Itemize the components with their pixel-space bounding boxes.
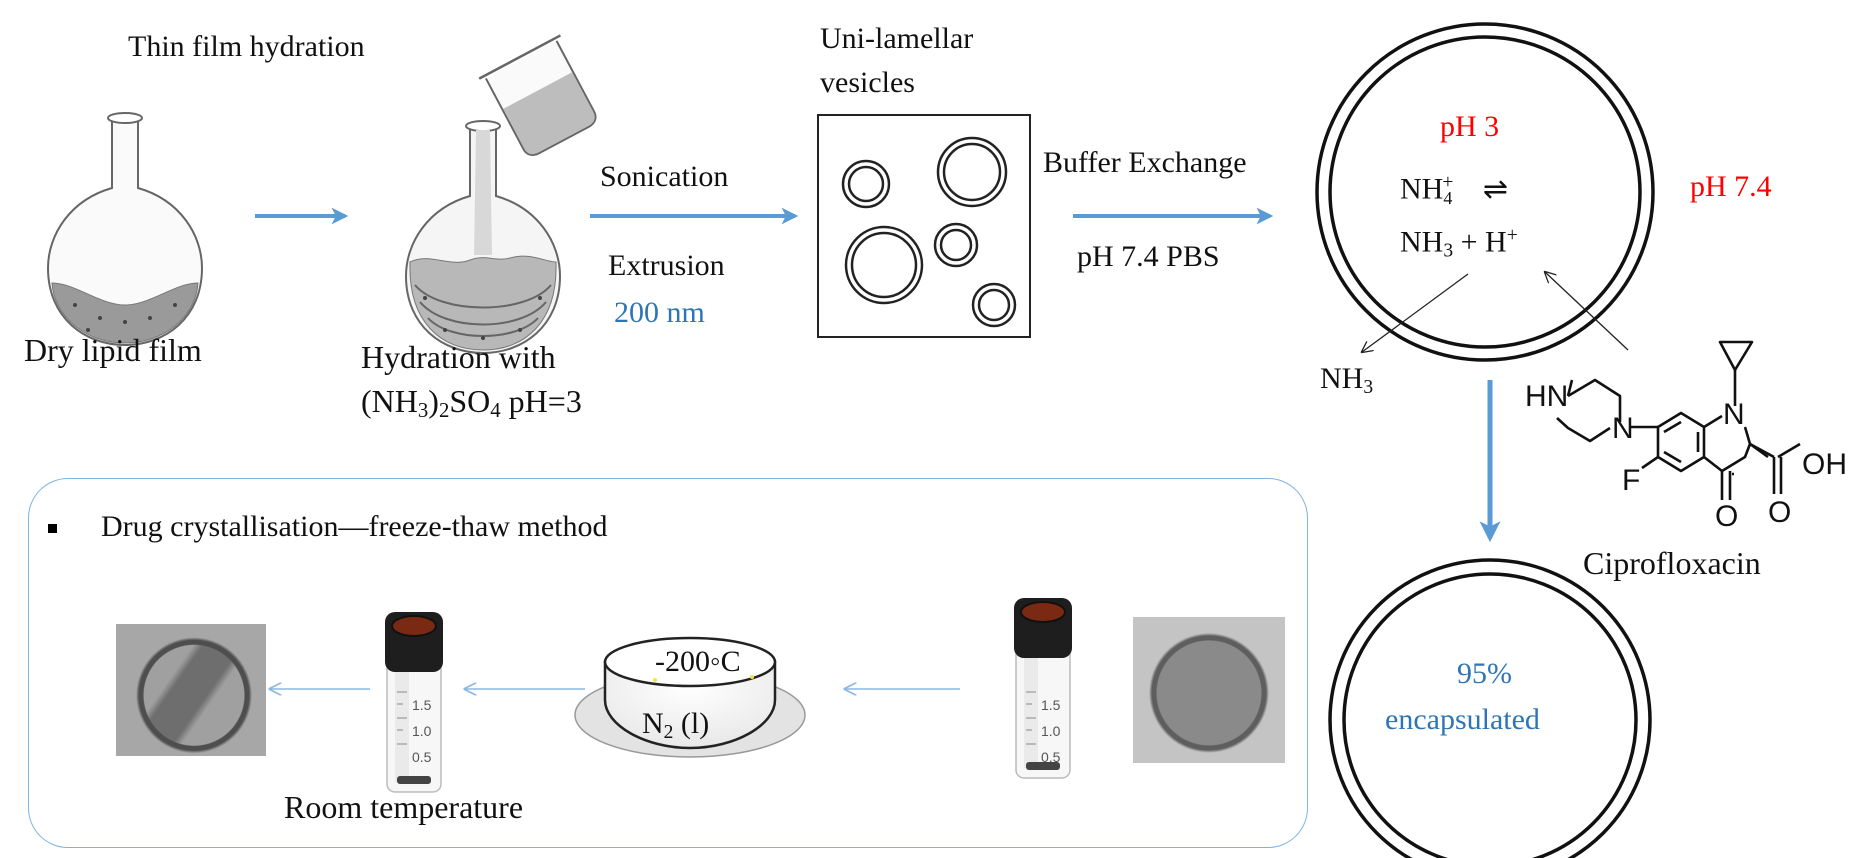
buffer-pbs-label: pH 7.4 PBS bbox=[1077, 240, 1220, 273]
freeze-thaw-title: Drug crystallisation—freeze-thaw method bbox=[101, 510, 608, 543]
buffer-exchange-label: Buffer Exchange bbox=[1043, 146, 1247, 179]
outer-ph-label: pH 7.4 bbox=[1690, 170, 1772, 203]
atom-f: F bbox=[1622, 464, 1641, 497]
tem-image-after bbox=[116, 624, 266, 756]
vesicles-label-line2: vesicles bbox=[820, 66, 915, 99]
sonication-label: Sonication bbox=[600, 160, 729, 193]
atom-o-carbonyl: O bbox=[1768, 496, 1792, 529]
equilibrium-arrows-icon: ⇌ bbox=[1482, 171, 1508, 207]
vial-right bbox=[1014, 598, 1072, 779]
vesicles-box bbox=[817, 114, 1031, 338]
freeze-thaw-panel bbox=[28, 478, 1308, 848]
atom-o-ketone: O bbox=[1715, 500, 1739, 533]
liposome-top bbox=[1315, 22, 1655, 362]
tem-image-before bbox=[1133, 617, 1285, 763]
ammonium-equilibrium: NH4+ ⇌ bbox=[1400, 171, 1508, 209]
encapsulation-percent: 95% bbox=[1457, 657, 1512, 690]
extrusion-label: Extrusion bbox=[608, 249, 725, 282]
extrusion-size-label: 200 nm bbox=[614, 296, 705, 329]
hydration-label-line1: Hydration with bbox=[361, 339, 556, 375]
vial-right-mark-1: 1.5 bbox=[1041, 697, 1061, 713]
dry-lipid-label: Dry lipid film bbox=[24, 332, 202, 368]
vial-left-mark-1: 1.5 bbox=[412, 697, 432, 713]
atom-n-piperazine: N bbox=[1612, 412, 1634, 445]
vial-left bbox=[385, 612, 443, 793]
ammonia-equation: NH3 + H+ bbox=[1400, 225, 1518, 262]
dry-lipid-flask bbox=[46, 112, 204, 347]
ciprofloxacin-label: Ciprofloxacin bbox=[1583, 545, 1761, 581]
atom-hn: HN bbox=[1525, 380, 1569, 413]
ciprofloxacin-structure bbox=[1556, 340, 1801, 500]
ammonia-out-label: NH3 bbox=[1320, 362, 1374, 398]
liquid-nitrogen-bath bbox=[574, 636, 806, 758]
thin-film-title: Thin film hydration bbox=[128, 30, 365, 63]
atom-n-quinolone: N bbox=[1723, 398, 1745, 431]
room-temperature-label: Room temperature bbox=[284, 789, 524, 825]
nh3-efflux-arrow bbox=[1362, 273, 1469, 352]
vesicles-label-line1: Uni-lamellar bbox=[820, 22, 974, 55]
bullet-icon bbox=[48, 524, 57, 533]
vial-left-mark-3: 0.5 bbox=[412, 749, 432, 765]
hydration-flask bbox=[404, 120, 562, 355]
vial-right-mark-3: 0.5 bbox=[1041, 749, 1061, 765]
atom-oh: OH bbox=[1802, 448, 1847, 481]
liposome-bottom bbox=[1328, 558, 1652, 858]
inner-ph-label: pH 3 bbox=[1440, 110, 1500, 143]
bath-nitrogen-label: N2 (l) bbox=[642, 707, 710, 743]
encapsulation-label: encapsulated bbox=[1385, 703, 1540, 736]
vial-right-mark-2: 1.0 bbox=[1041, 723, 1061, 739]
vial-left-mark-2: 1.0 bbox=[412, 723, 432, 739]
drug-influx-arrow bbox=[1545, 272, 1629, 351]
beaker-icon bbox=[478, 34, 597, 156]
hydration-label-line2: (NH3)2SO4 pH=3 bbox=[361, 383, 582, 423]
bath-temperature: -200◦C bbox=[655, 645, 741, 678]
